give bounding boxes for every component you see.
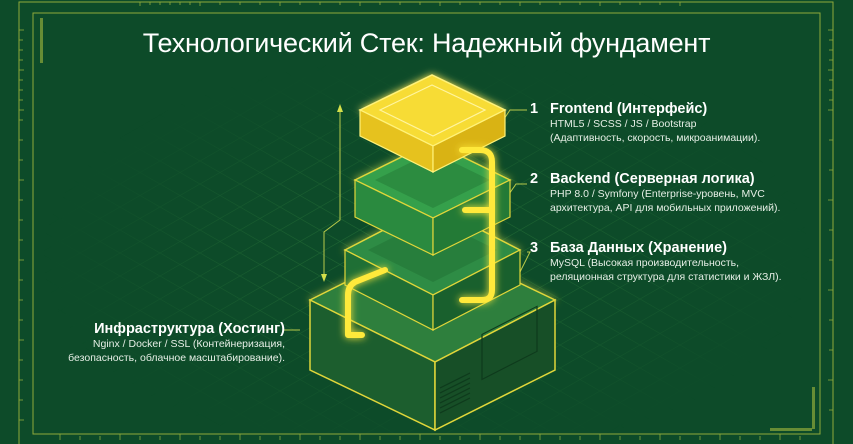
backend-block: [353, 141, 512, 256]
layer-number: 1: [530, 101, 539, 117]
layer-desc-line2: архитектура, API для мобильных приложени…: [550, 201, 781, 214]
layer-desc-line1: HTML5 / SCSS / JS / Bootstrap: [550, 118, 697, 130]
layer-infrastructure: Инфраструктура (Хостинг) Nginx / Docker …: [68, 321, 285, 365]
layer-title: Backend (Серверная логика): [550, 171, 755, 187]
layer-title: Инфраструктура (Хостинг): [94, 321, 285, 337]
layer-desc-line1: Nginx / Docker / SSL (Контейнеризация,: [92, 338, 285, 350]
layer-desc-line2: (Адаптивность, скорость, микроанимации).: [550, 131, 761, 144]
layer-number: 2: [530, 171, 539, 187]
frontend-block: [358, 74, 507, 173]
layer-desc-line1: MySQL (Высокая производительность,: [550, 257, 740, 269]
layer-title: Frontend (Интерфейс): [550, 101, 708, 117]
layer-backend: 2 Backend (Серверная логика) PHP 8.0 / Sy…: [530, 171, 780, 215]
layer-database: 3 База Данных (Хранение) MySQL (Высокая п…: [530, 240, 782, 284]
layer-number: 3: [530, 240, 539, 256]
layer-desc-line2: безопасность, облачное масштабирование).: [68, 351, 285, 364]
layer-desc-line1: PHP 8.0 / Symfony (Enterprise-уровень, M…: [550, 188, 765, 200]
layer-desc-line2: реляционная структура для статистики и Ж…: [550, 270, 782, 283]
layer-title: База Данных (Хранение): [550, 240, 727, 256]
layer-frontend: 1 Frontend (Интерфейс) HTML5 / SCSS / JS …: [530, 101, 760, 145]
page-title: Технологический Стек: Надежный фундамент: [142, 28, 711, 58]
